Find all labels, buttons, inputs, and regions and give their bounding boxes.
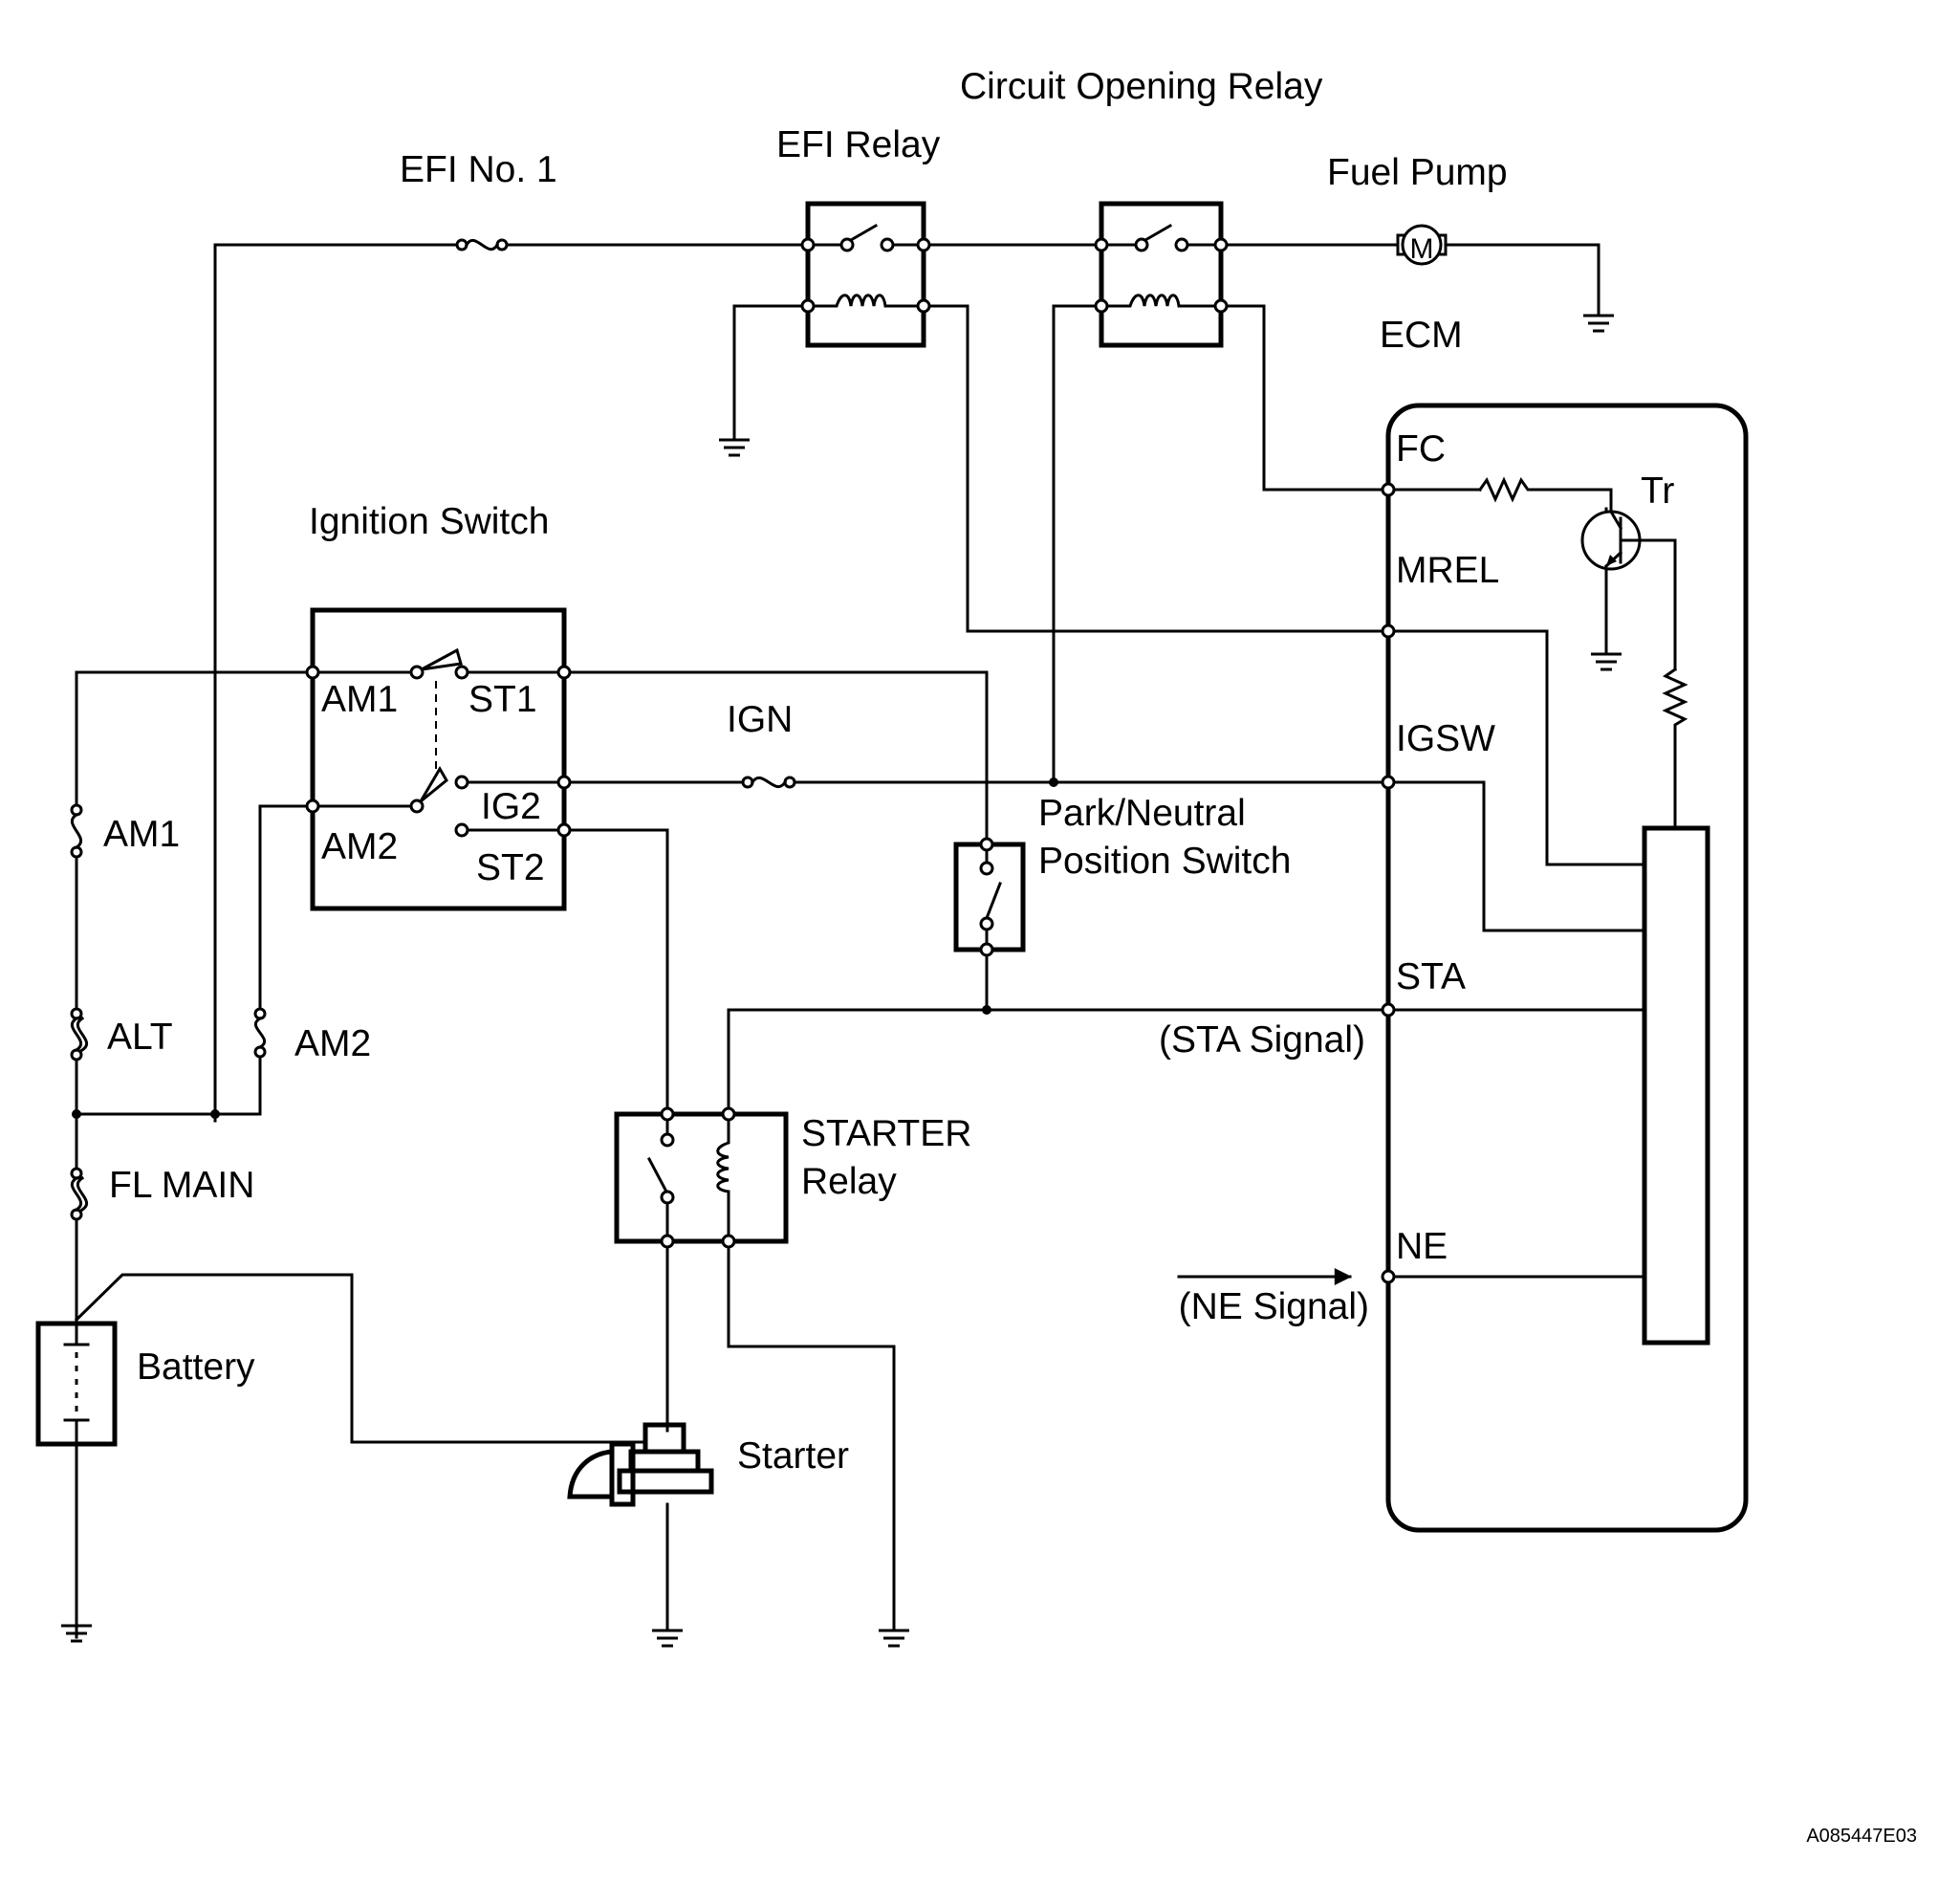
fuse-ign: [741, 776, 796, 789]
starter-relay: [614, 1106, 789, 1249]
fuse-efi-no1: [455, 238, 509, 252]
wire-junctions: [72, 777, 1058, 1119]
ignition-switch-label: Ignition Switch: [309, 501, 549, 542]
starter-relay-label-line2: Relay: [801, 1161, 897, 1202]
am2-fuse-label: AM2: [294, 1023, 371, 1064]
fuel-pump-motor: M: [1396, 224, 1448, 266]
ecm-terminal-fc: FC: [1396, 428, 1446, 470]
ecm-unit: [1381, 403, 1749, 1533]
fuse-fl-main: [70, 1167, 89, 1221]
ignition-terminal-ig2: IG2: [481, 786, 541, 827]
fuse-am2: [253, 1007, 267, 1059]
park-neutral-position-switch: [953, 837, 1026, 957]
fuse-alt: [70, 1007, 89, 1061]
ignition-terminal-am1: AM1: [321, 679, 398, 720]
pnp-switch-label-line2: Position Switch: [1038, 841, 1291, 882]
alt-fuse-label: ALT: [107, 1017, 173, 1058]
ground-icon: [877, 1629, 911, 1648]
fl-main-fuse-label: FL MAIN: [109, 1165, 254, 1206]
ne-signal-label: (NE Signal): [1179, 1286, 1369, 1327]
battery: [35, 1321, 118, 1447]
starter-motor-icon: [567, 1422, 714, 1507]
diagram-labels: EFI No. 1 EFI Relay Circuit Opening Rela…: [103, 66, 1917, 1847]
ground-icon: [717, 438, 751, 457]
circuit-opening-relay-label: Circuit Opening Relay: [960, 66, 1323, 107]
sta-signal-label: (STA Signal): [1159, 1019, 1365, 1061]
transistor-label: Tr: [1641, 471, 1674, 512]
fc-resistor-icon: [1477, 476, 1535, 503]
document-code: A085447E03: [1806, 1826, 1917, 1847]
ignition-terminal-st2: ST2: [476, 847, 545, 888]
starter-relay-label-line1: STARTER: [801, 1113, 971, 1154]
battery-label: Battery: [137, 1346, 255, 1388]
motor-symbol-label: M: [1410, 233, 1434, 265]
ecm-terminal-igsw: IGSW: [1396, 718, 1495, 759]
ground-icon: [1589, 652, 1623, 671]
ign-fuse-label: IGN: [727, 699, 793, 740]
ecm-terminal-ne: NE: [1396, 1226, 1448, 1267]
ignition-terminal-am2: AM2: [321, 826, 398, 867]
efi-relay: [800, 201, 931, 348]
fuse-am1: [70, 803, 83, 859]
transistor-icon: [1580, 488, 1642, 571]
ignition-switch: [305, 607, 572, 911]
circuit-opening-relay: [1094, 201, 1229, 348]
ignition-terminal-st1: ST1: [468, 679, 537, 720]
am1-fuse-label: AM1: [103, 814, 180, 855]
efi-relay-label: EFI Relay: [776, 124, 941, 165]
ground-icon: [650, 1629, 685, 1648]
ecm-terminal-mrel: MREL: [1396, 550, 1499, 591]
ecm-terminal-sta: STA: [1396, 956, 1466, 997]
ground-icon: [1581, 314, 1616, 333]
starter-label: Starter: [737, 1435, 849, 1477]
fuel-pump-label: Fuel Pump: [1327, 152, 1508, 193]
ecm-label: ECM: [1380, 315, 1463, 356]
efi-no1-fuse-label: EFI No. 1: [400, 149, 557, 190]
pnp-switch-label-line1: Park/Neutral: [1038, 793, 1246, 834]
tr-resistor-icon: [1662, 667, 1688, 733]
